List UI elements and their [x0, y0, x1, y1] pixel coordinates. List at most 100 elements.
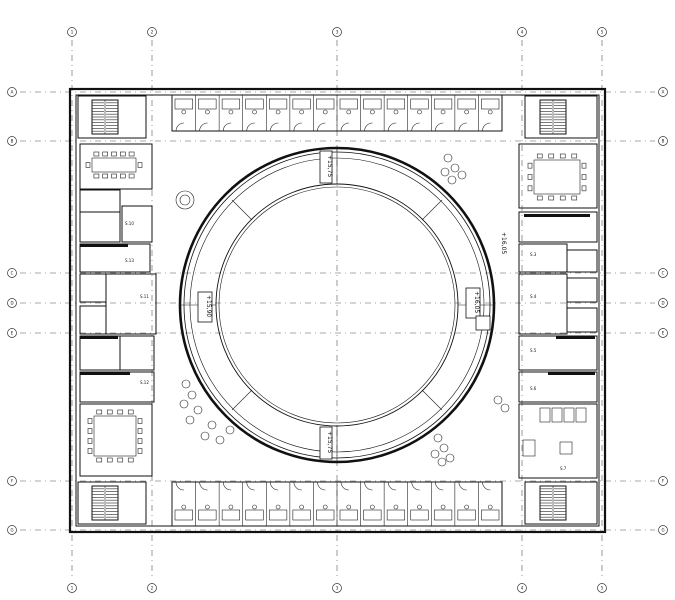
- level-label-bottom: +15,75: [326, 431, 333, 453]
- chair: [252, 109, 257, 115]
- col-bubble-top-4: [517, 27, 527, 37]
- desk: [221, 98, 241, 110]
- chair: [252, 504, 257, 510]
- meeting-chair: [548, 153, 555, 159]
- meeting-chair: [137, 448, 143, 454]
- desk: [410, 98, 429, 110]
- door-swing: [175, 481, 185, 491]
- lounge-seat: [439, 443, 449, 453]
- door-swing: [246, 481, 255, 491]
- desk: [363, 98, 382, 110]
- grid-lines: [20, 40, 655, 580]
- svg-text:A: A: [662, 89, 665, 94]
- level-label-east: +16,05: [500, 232, 507, 254]
- north-offices: [171, 94, 503, 132]
- door-swing: [387, 122, 397, 132]
- chair: [464, 109, 469, 115]
- meeting-chair: [96, 457, 103, 463]
- meeting-chair: [87, 428, 93, 434]
- door-swing: [293, 122, 302, 132]
- chair: [205, 109, 210, 115]
- chair: [487, 504, 493, 510]
- row-bubble-right-g: [658, 525, 668, 535]
- lounge-seat: [440, 167, 450, 177]
- col-bubble-bottom-5: [597, 583, 607, 593]
- svg-text:G: G: [661, 527, 664, 532]
- meeting-chair: [527, 185, 533, 192]
- lounge-seat: [450, 163, 460, 173]
- lounge-seat: [500, 403, 510, 413]
- desk: [433, 98, 453, 110]
- meeting-chair: [117, 457, 124, 463]
- chair: [464, 504, 469, 510]
- chair: [393, 109, 399, 115]
- level-tag-top: [319, 150, 333, 184]
- meeting-room-nw: [79, 143, 153, 190]
- chair: [440, 504, 446, 510]
- svg-text:D: D: [661, 300, 664, 305]
- lounge-seat: [179, 399, 189, 409]
- chair: [417, 504, 422, 510]
- row-bubble-right-c: [658, 268, 668, 278]
- chair: [346, 504, 352, 510]
- desk: [221, 509, 241, 521]
- door-swing: [199, 122, 208, 132]
- svg-text:2: 2: [151, 29, 154, 34]
- door-swing: [317, 481, 326, 491]
- desk: [174, 509, 193, 521]
- door-swing: [387, 481, 397, 491]
- desk: [245, 98, 264, 110]
- meeting-chair: [527, 174, 533, 180]
- stair-box-right: [475, 315, 491, 331]
- svg-text:A: A: [11, 89, 14, 94]
- door-swing: [411, 122, 420, 132]
- room-number-w4: S.13: [125, 258, 134, 263]
- chair: [487, 109, 493, 115]
- wc-stall: [551, 407, 563, 423]
- meeting-chair: [93, 173, 100, 179]
- door-swing: [293, 481, 302, 491]
- lounge-seat: [493, 395, 503, 405]
- level-label-top: +15,75: [326, 155, 333, 177]
- meeting-chair: [111, 151, 117, 157]
- level-tag-right-inner: [465, 287, 481, 319]
- meeting-chair: [85, 162, 91, 168]
- west-rooms: [79, 189, 195, 403]
- stair-core-ne: [524, 95, 598, 139]
- meeting-chair: [96, 409, 103, 415]
- svg-text:4: 4: [521, 29, 524, 34]
- desk: [198, 509, 217, 521]
- svg-text:1: 1: [71, 29, 74, 34]
- lounge-seat: [200, 431, 210, 441]
- chair: [370, 109, 375, 115]
- desk: [174, 98, 193, 110]
- chair: [275, 109, 281, 115]
- row-bubble-left-c: [7, 268, 17, 278]
- room-number-e5: S.7: [560, 466, 567, 471]
- level-label-left: +15,90: [205, 295, 212, 317]
- meeting-chair: [536, 195, 543, 201]
- row-bubble-right-d: [658, 298, 668, 308]
- room-number-e1: S.3: [530, 252, 537, 257]
- room-number-e2: S.4: [530, 294, 537, 299]
- door-swing: [434, 481, 444, 491]
- room-number-e4: S.6: [530, 386, 537, 391]
- meeting-chair: [127, 457, 134, 463]
- meeting-chair: [87, 448, 93, 454]
- svg-text:C: C: [662, 270, 665, 275]
- room-number-w2: S.11: [140, 294, 149, 299]
- chair: [417, 109, 422, 115]
- stair-core-nw: [77, 95, 147, 139]
- row-bubble-right-a: [658, 87, 668, 97]
- chair: [181, 109, 187, 115]
- door-swing: [482, 122, 491, 132]
- desk: [481, 509, 500, 521]
- row-bubble-left-f: [7, 476, 17, 486]
- col-bubble-bottom-1: [67, 583, 77, 593]
- meeting-chair: [102, 173, 108, 179]
- chair: [440, 109, 446, 115]
- row-bubble-right-f: [658, 476, 668, 486]
- lounge-seat: [225, 425, 235, 435]
- lounge-furniture: [179, 153, 510, 467]
- door-swing: [222, 481, 232, 491]
